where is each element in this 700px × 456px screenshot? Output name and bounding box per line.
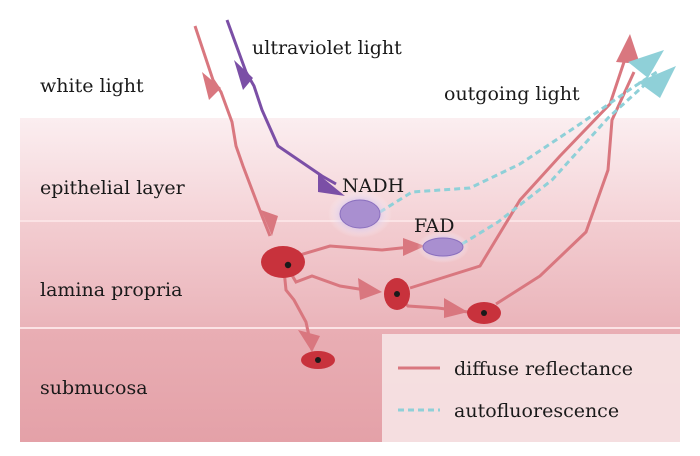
arrowhead-autofluorescence-1: [628, 50, 664, 78]
scatter-path-to-fad: [282, 244, 421, 262]
white-light-incident-path: [193, 25, 272, 237]
arrowhead-white-light-2: [261, 210, 278, 236]
cell-4-nucleus: [315, 357, 321, 363]
submucosa-label: submucosa: [40, 377, 148, 399]
white-light-label: white light: [40, 75, 144, 97]
arrowhead-white-light: [202, 72, 221, 100]
cell-1: [261, 246, 305, 278]
lamina-propria-label: lamina propria: [40, 279, 182, 301]
outgoing-path-1: [409, 49, 630, 290]
nadh-label: NADH: [342, 175, 404, 197]
lamina-propria-band: [20, 222, 680, 328]
arrowhead-to-cell-4: [298, 330, 320, 352]
nadh-molecule: [339, 199, 381, 229]
arrowhead-to-fad: [403, 238, 425, 256]
cell-2-nucleus: [394, 291, 400, 297]
arrowhead-ultraviolet: [234, 60, 253, 90]
diffuse-arrowheads: [202, 34, 640, 352]
legend-box: [382, 334, 680, 442]
cells: [261, 246, 501, 369]
arrowhead-outgoing-1: [616, 34, 640, 64]
cell-1-nucleus: [284, 261, 292, 269]
autofluorescence-path-nadh: [379, 68, 661, 214]
autofluorescence-paths: [379, 68, 661, 246]
arrowhead-ultraviolet-2: [318, 174, 345, 196]
autofluorescence-path-fad: [461, 78, 652, 246]
arrowhead-to-cell-3: [444, 298, 468, 318]
legend-diffuse-label: diffuse reflectance: [454, 358, 633, 380]
cell-3-nucleus: [481, 310, 487, 316]
arrowhead-autofluorescence-2: [638, 66, 676, 98]
legend-autofluorescence-label: autofluorescence: [454, 400, 619, 422]
epithelial-layer-label: epithelial layer: [40, 177, 186, 199]
fad-molecule: [422, 237, 464, 257]
autofluorescence-arrowheads: [628, 50, 676, 98]
fad-label: FAD: [414, 215, 455, 237]
arrowhead-to-cell-2: [358, 278, 382, 300]
outgoing-light-label: outgoing light: [444, 83, 580, 105]
scatter-path-to-cell-4: [281, 259, 314, 351]
ultraviolet-light-label: ultraviolet light: [252, 37, 402, 59]
